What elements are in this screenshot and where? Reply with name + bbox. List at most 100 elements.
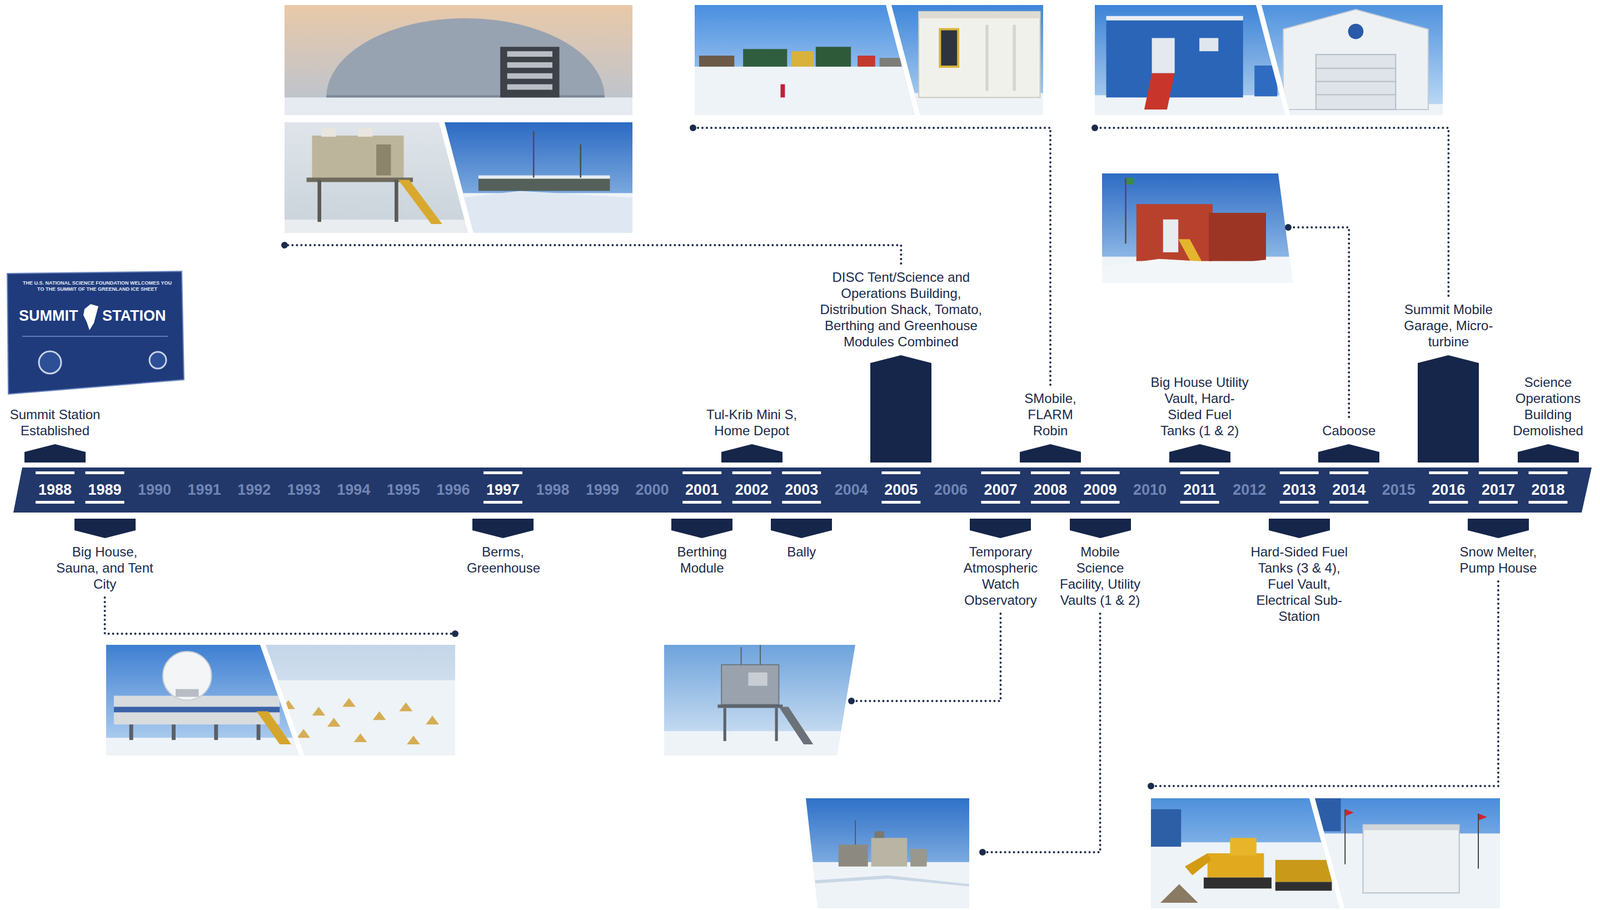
marker-shape	[721, 444, 783, 463]
photo-detail	[985, 25, 989, 92]
sign-text: SUMMIT	[18, 306, 84, 325]
photo-sky	[106, 644, 299, 756]
milestone-marker	[24, 444, 86, 463]
photo-detail	[778, 706, 814, 745]
year-underline	[881, 500, 921, 504]
milestone-label: Big House Utility Vault, Hard-Sided Fuel…	[1150, 374, 1250, 439]
sign-text: STATION	[102, 306, 178, 325]
photo-detail	[1344, 809, 1346, 865]
photo-detail	[1314, 798, 1342, 831]
year-label: 2007	[972, 480, 1029, 500]
photo-detail	[1163, 219, 1179, 253]
photo	[1102, 173, 1293, 284]
leader-dot	[689, 124, 697, 132]
year-label: 1993	[276, 480, 332, 500]
photo-detail	[1126, 177, 1135, 185]
year-underline	[732, 500, 772, 504]
marker-shape	[1417, 355, 1479, 463]
photo-detail	[162, 651, 212, 701]
photo-snow	[106, 737, 299, 756]
year-underline	[781, 500, 821, 504]
photo-detail	[1316, 93, 1396, 96]
photo-detail	[532, 131, 535, 178]
year-label: 2011	[1172, 480, 1228, 500]
milestone-label: Hard-Sided Fuel Tanks (3 & 4), Fuel Vaul…	[1249, 543, 1350, 625]
year-label: 1996	[425, 480, 481, 500]
photo-detail	[579, 144, 582, 178]
photo-detail	[1208, 212, 1266, 262]
year-label: 2001	[674, 480, 730, 500]
photo-sky	[284, 5, 633, 116]
year-label: 2002	[724, 480, 780, 500]
photo-detail	[327, 717, 341, 727]
year-overline	[1428, 471, 1468, 475]
photo-sky	[1150, 798, 1340, 909]
photo-detail	[1345, 809, 1354, 816]
milestone-below: Big House, Sauna, and Tent City	[49, 518, 161, 592]
leader-line	[1288, 227, 1349, 417]
photo-sky	[1094, 5, 1285, 116]
milestone-marker	[969, 518, 1031, 538]
year-label: 2005	[873, 480, 929, 500]
leader-line	[284, 245, 901, 264]
photo-snow	[1094, 95, 1285, 116]
photo	[1261, 5, 1443, 116]
marker-shape	[1019, 444, 1081, 463]
photo-detail	[1160, 883, 1199, 903]
seal	[149, 351, 167, 369]
milestone-marker	[1318, 444, 1380, 463]
photo-detail	[723, 707, 727, 741]
milestone-label: SMobile, FLARM Robin	[1008, 390, 1093, 439]
year-label: 2017	[1470, 480, 1527, 500]
year-overline	[35, 471, 75, 475]
leader-dot	[979, 848, 986, 856]
photo-detail	[256, 724, 261, 740]
milestone-above: Big House Utility Vault, Hard-Sided Fuel…	[1150, 374, 1250, 463]
photo-detail	[507, 84, 553, 91]
photo-detail	[376, 144, 391, 176]
photo-detail	[507, 51, 553, 57]
milestone-marker	[1019, 444, 1081, 463]
photo-sky	[265, 644, 456, 756]
year-underline	[1030, 500, 1070, 504]
photo-detail	[1477, 813, 1479, 869]
photo-detail	[256, 710, 292, 745]
photo-detail	[1275, 859, 1333, 882]
photo-detail	[838, 844, 869, 867]
photo-detail	[1363, 824, 1460, 894]
photo-detail	[175, 689, 199, 697]
year-underline	[1528, 500, 1568, 504]
milestone-below: Bally	[770, 518, 832, 560]
photo-detail	[129, 724, 134, 740]
milestone-above: Tul-Krib Mini S, Home Depot	[696, 406, 808, 463]
photo-detail	[406, 735, 421, 745]
milestone-marker	[721, 444, 783, 463]
milestone-marker	[472, 518, 534, 538]
leader-dot	[1147, 782, 1155, 790]
year-overline	[1478, 471, 1518, 475]
milestone-label: Tul-Krib Mini S, Home Depot	[696, 406, 808, 439]
milestone-label: Berthing Module	[668, 543, 736, 576]
year-label: 1989	[77, 480, 133, 500]
leader-line	[982, 613, 1101, 852]
leader-dot	[451, 630, 459, 637]
year-overline	[980, 471, 1020, 475]
photo-detail	[478, 177, 611, 192]
year-underline	[1478, 500, 1518, 504]
photo-detail	[342, 698, 356, 707]
milestone-label: Caboose	[1312, 422, 1385, 439]
photo-detail	[281, 700, 296, 710]
photo-detail	[1102, 256, 1293, 283]
photo-detail	[1316, 81, 1396, 83]
photo-detail	[1203, 877, 1272, 889]
marker-shape	[1069, 518, 1131, 538]
year-label: 2015	[1371, 480, 1427, 500]
year-label: 2016	[1420, 480, 1477, 500]
photo-detail	[1316, 67, 1396, 69]
photo-detail	[1229, 837, 1256, 856]
marker-shape	[1318, 444, 1380, 463]
photo-detail	[213, 724, 218, 740]
photo-detail	[910, 848, 927, 867]
milestone-marker	[1517, 444, 1579, 463]
